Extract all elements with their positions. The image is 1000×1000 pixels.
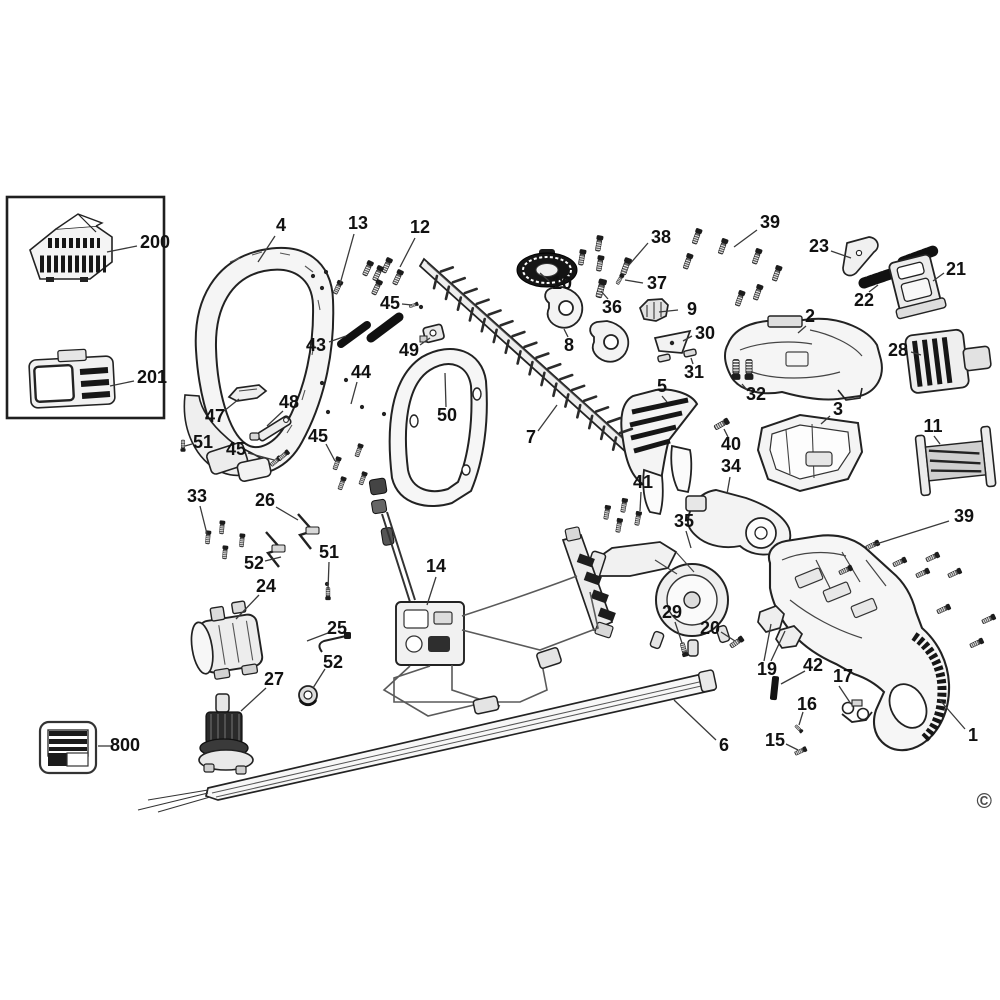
copyright-mark: © bbox=[976, 790, 992, 813]
knob-part-9 bbox=[639, 298, 669, 322]
part-label-45: 45 bbox=[308, 426, 328, 446]
part-label-14: 14 bbox=[426, 556, 446, 576]
part-label-36: 36 bbox=[602, 297, 622, 317]
part-label-22: 22 bbox=[854, 290, 874, 310]
part-label-8: 8 bbox=[564, 335, 574, 355]
part-label-3: 3 bbox=[833, 399, 843, 419]
blade-links-part-8 bbox=[544, 286, 630, 363]
small-bits-part-31 bbox=[657, 348, 697, 363]
wiring-harness-part-14 bbox=[368, 477, 616, 717]
part-label-1: 1 bbox=[968, 725, 978, 745]
wire-link-part-52 bbox=[265, 531, 286, 568]
hook-screw-part-25 bbox=[318, 632, 351, 653]
grommet-part-52 bbox=[298, 685, 318, 707]
part-label-13: 13 bbox=[348, 213, 368, 233]
part-label-51: 51 bbox=[319, 542, 339, 562]
support-rail-part-6 bbox=[137, 669, 718, 813]
part-label-7: 7 bbox=[526, 427, 536, 447]
part-label-29: 29 bbox=[662, 602, 682, 622]
part-label-35: 35 bbox=[674, 511, 694, 531]
part-label-201: 201 bbox=[137, 367, 167, 387]
battery-part-201 bbox=[28, 348, 116, 409]
switch-part-21 bbox=[888, 253, 947, 320]
motor-part-24 bbox=[190, 600, 264, 680]
part-label-39: 39 bbox=[954, 506, 974, 526]
part-label-2: 2 bbox=[805, 306, 815, 326]
gear-cover-part-34 bbox=[685, 489, 792, 556]
part-label-48: 48 bbox=[279, 392, 299, 412]
blade-teeth bbox=[432, 266, 634, 451]
part-label-45: 45 bbox=[226, 439, 246, 459]
part-label-38: 38 bbox=[651, 227, 671, 247]
bracket-part-11 bbox=[914, 425, 997, 497]
part-label-25: 25 bbox=[327, 618, 347, 638]
part-label-33: 33 bbox=[187, 486, 207, 506]
clip-part-47 bbox=[227, 384, 268, 402]
clamp-part-17 bbox=[841, 699, 873, 723]
spindle-part-27 bbox=[198, 693, 254, 775]
part-label-34: 34 bbox=[721, 456, 741, 476]
bail-handle-part-50 bbox=[388, 348, 488, 507]
part-label-23: 23 bbox=[809, 236, 829, 256]
part-label-15: 15 bbox=[765, 730, 785, 750]
part-label-5: 5 bbox=[657, 376, 667, 396]
part-label-31: 31 bbox=[684, 362, 704, 382]
part-label-44: 44 bbox=[351, 362, 371, 382]
leader-lines bbox=[98, 229, 966, 751]
pins-part-43 bbox=[337, 312, 404, 348]
part-label-9: 9 bbox=[687, 299, 697, 319]
part-label-40: 40 bbox=[721, 434, 741, 454]
loop-handle-part-4 bbox=[183, 246, 335, 482]
part-label-32: 32 bbox=[746, 384, 766, 404]
part-label-10: 10 bbox=[552, 273, 572, 293]
inset-accessory-box bbox=[5, 195, 166, 420]
part-label-52: 52 bbox=[244, 553, 264, 573]
screws-and-fasteners bbox=[180, 227, 997, 757]
guard-part-5 bbox=[620, 388, 699, 516]
part-label-200: 200 bbox=[140, 232, 170, 252]
bracket-part-30 bbox=[653, 329, 692, 354]
part-label-16: 16 bbox=[797, 694, 817, 714]
part-label-39: 39 bbox=[760, 212, 780, 232]
part-label-30: 30 bbox=[695, 323, 715, 343]
clamp-part-49 bbox=[419, 323, 445, 344]
part-label-49: 49 bbox=[399, 340, 419, 360]
lever-part-48 bbox=[249, 415, 292, 442]
part-label-43: 43 bbox=[306, 335, 326, 355]
part-label-20: 20 bbox=[700, 618, 720, 638]
battery-tray-part-3 bbox=[756, 413, 864, 493]
part-label-41: 41 bbox=[633, 472, 653, 492]
charger-part-200 bbox=[29, 213, 113, 282]
rear-housing-part-1 bbox=[767, 534, 951, 752]
part-label-6: 6 bbox=[719, 735, 729, 755]
lock-off-parts-19 bbox=[757, 605, 804, 649]
screw-part-42 bbox=[769, 675, 780, 701]
part-label-27: 27 bbox=[264, 669, 284, 689]
part-label-24: 24 bbox=[256, 576, 276, 596]
part-label-12: 12 bbox=[410, 217, 430, 237]
part-label-45: 45 bbox=[380, 293, 400, 313]
module-part-28 bbox=[904, 328, 992, 394]
part-label-11: 11 bbox=[923, 416, 942, 436]
part-label-19: 19 bbox=[757, 659, 777, 679]
part-label-52: 52 bbox=[323, 652, 343, 672]
trigger-lever-part-23 bbox=[842, 236, 879, 277]
part-label-37: 37 bbox=[647, 273, 667, 293]
wire-link-part-26 bbox=[297, 513, 320, 550]
label-sticker-part-800 bbox=[38, 720, 98, 775]
part-label-26: 26 bbox=[255, 490, 275, 510]
part-label-51: 51 bbox=[193, 432, 213, 452]
part-label-800: 800 bbox=[110, 735, 140, 755]
part-label-4: 4 bbox=[276, 215, 286, 235]
part-label-42: 42 bbox=[803, 655, 823, 675]
part-label-47: 47 bbox=[205, 406, 225, 426]
part-label-17: 17 bbox=[833, 666, 853, 686]
gear-part-10 bbox=[516, 249, 578, 288]
part-label-28: 28 bbox=[888, 340, 908, 360]
part-label-21: 21 bbox=[946, 259, 966, 279]
part-label-50: 50 bbox=[437, 405, 457, 425]
